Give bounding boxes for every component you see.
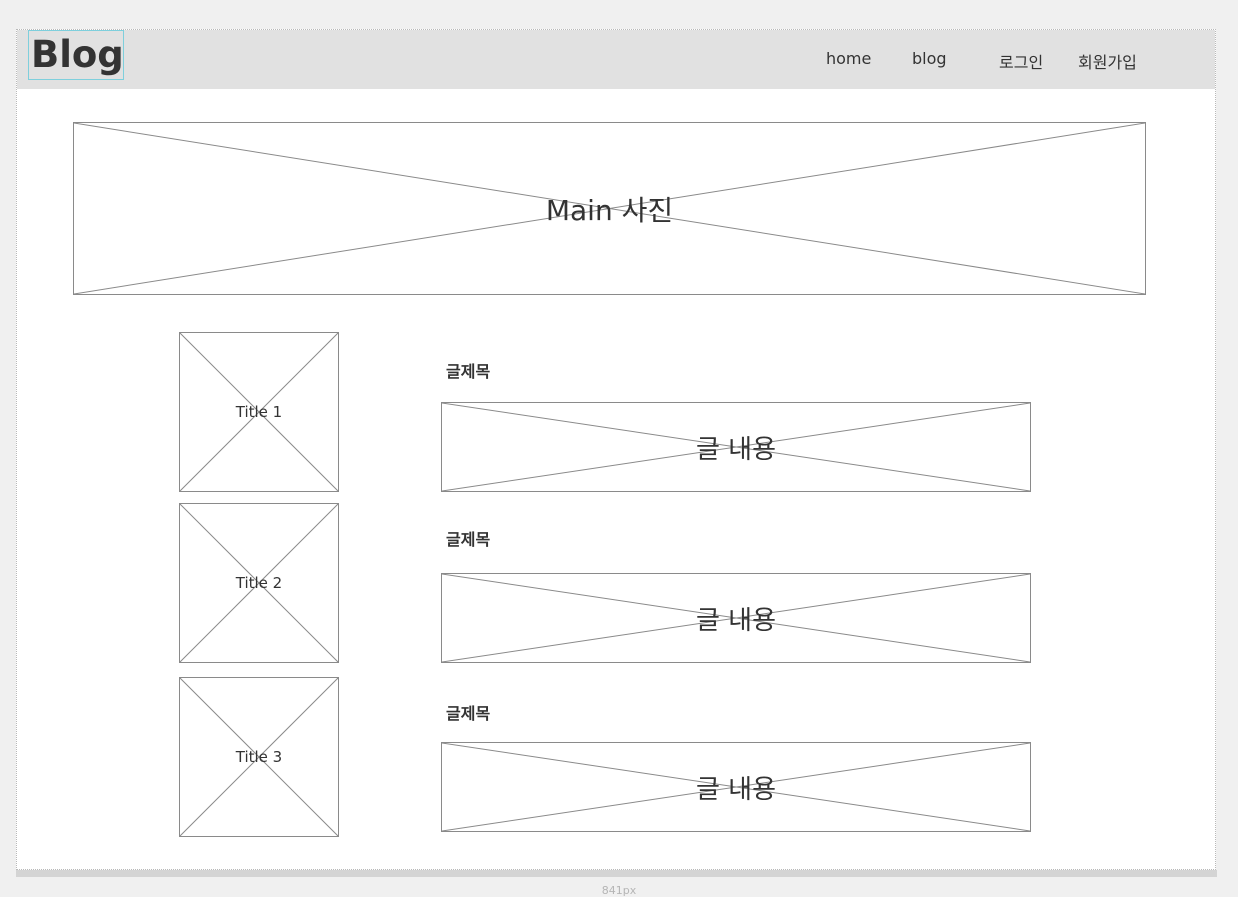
nav-home[interactable]: home (826, 49, 872, 68)
post-title-3[interactable]: 글제목 (446, 704, 491, 723)
canvas-width-label: 841px (601, 884, 637, 897)
image-placeholder-cross-icon (442, 743, 1030, 831)
image-placeholder-cross-icon (180, 333, 338, 491)
image-placeholder-cross-icon (180, 678, 338, 836)
post-content-1: 글 내용 (441, 402, 1031, 492)
post-content-2: 글 내용 (441, 573, 1031, 663)
page-canvas: Blog home blog 로그인 회원가입 Main 사진 Title 1 … (16, 29, 1216, 870)
post-thumbnail-label: Title 2 (235, 574, 283, 592)
post-content-label: 글 내용 (695, 774, 777, 805)
header: Blog home blog 로그인 회원가입 (17, 30, 1215, 89)
nav-login[interactable]: 로그인 (999, 53, 1044, 72)
nav-signup[interactable]: 회원가입 (1078, 53, 1137, 72)
post-thumbnail-3[interactable]: Title 3 (179, 677, 339, 837)
canvas-bottom-edge (16, 870, 1217, 877)
post-title-2[interactable]: 글제목 (446, 530, 491, 549)
main-image-label: Main 사진 (545, 193, 674, 227)
nav-blog[interactable]: blog (912, 49, 947, 68)
main-image-placeholder: Main 사진 (73, 122, 1146, 295)
image-placeholder-cross-icon (442, 574, 1030, 662)
post-content-label: 글 내용 (695, 434, 777, 465)
image-placeholder-cross-icon (180, 504, 338, 662)
post-title-1[interactable]: 글제목 (446, 362, 491, 381)
post-content-3: 글 내용 (441, 742, 1031, 832)
post-thumbnail-label: Title 1 (235, 403, 283, 421)
post-thumbnail-1[interactable]: Title 1 (179, 332, 339, 492)
image-placeholder-cross-icon (74, 123, 1145, 294)
post-thumbnail-2[interactable]: Title 2 (179, 503, 339, 663)
image-placeholder-cross-icon (442, 403, 1030, 491)
post-content-label: 글 내용 (695, 605, 777, 636)
post-thumbnail-label: Title 3 (235, 748, 283, 766)
logo[interactable]: Blog (28, 30, 124, 80)
